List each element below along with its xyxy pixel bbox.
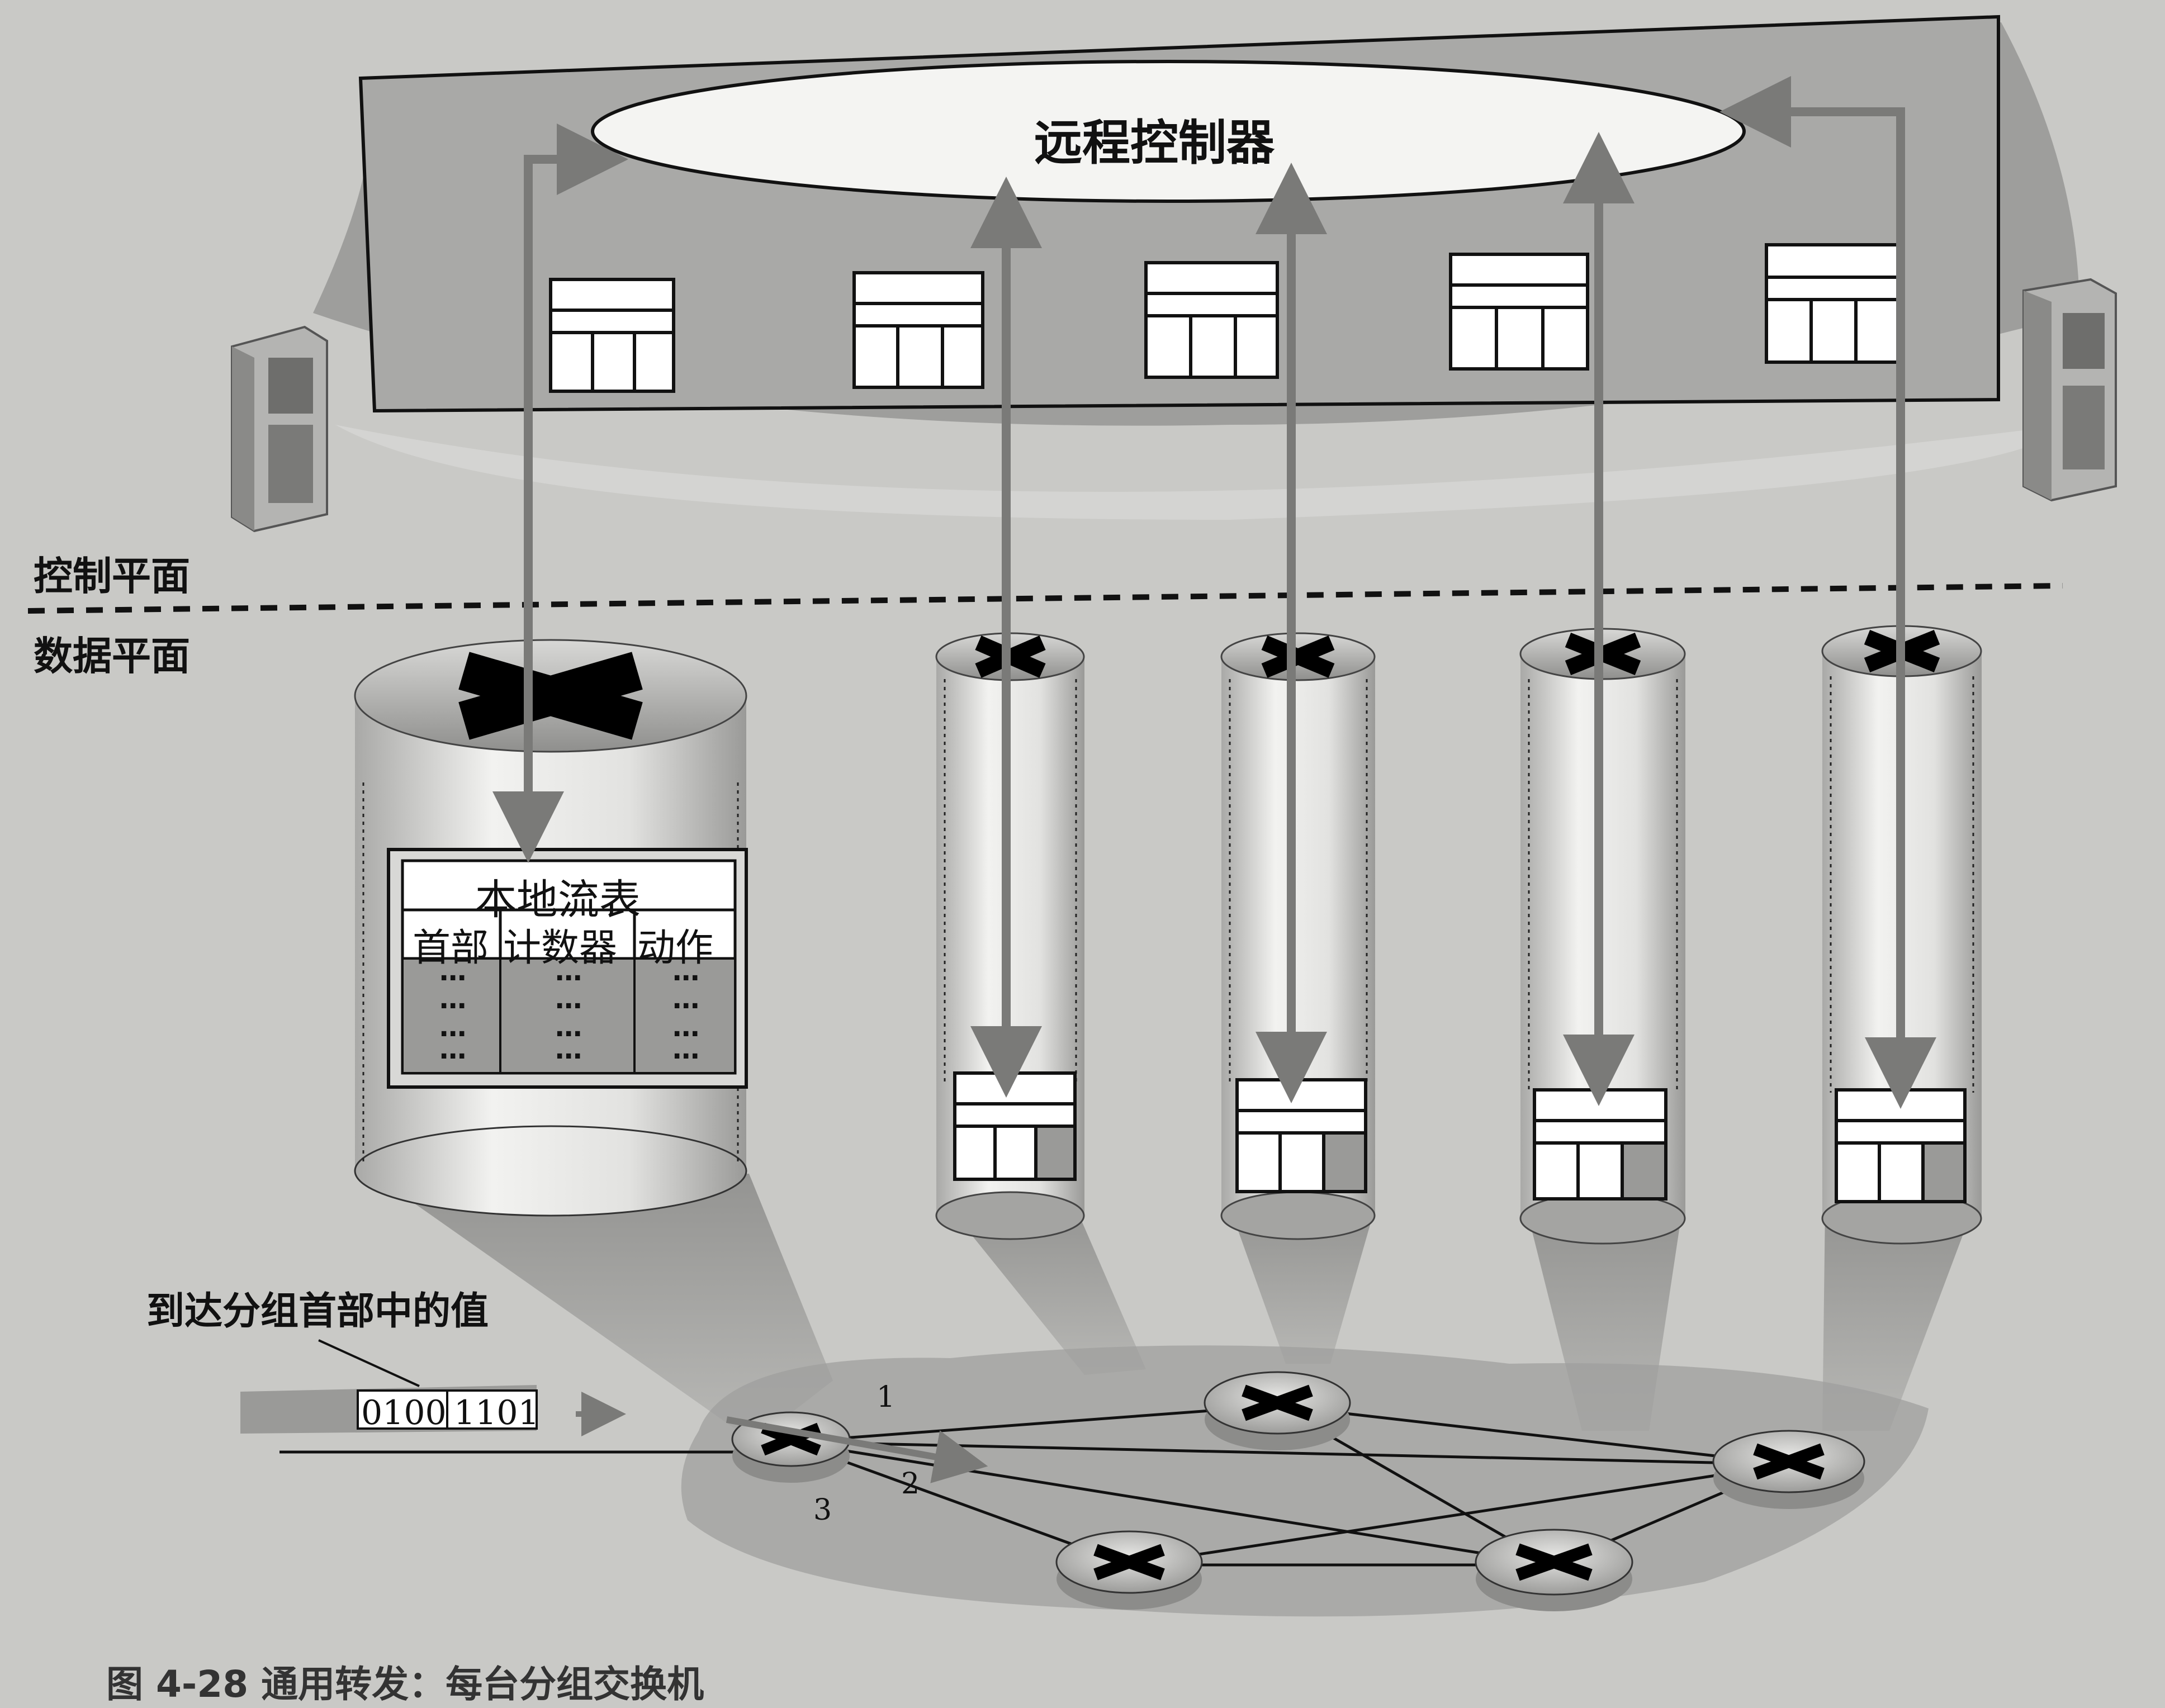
- port-label-1: 1: [877, 1380, 896, 1414]
- figure-caption: 图 4-28 通用转发：每台分组交换机: [106, 1663, 704, 1706]
- arrow-switch-4: [1719, 76, 1936, 1109]
- controller-table-icon: [1144, 261, 1279, 379]
- packet-bits-a: 0100: [361, 1393, 447, 1432]
- router-icon: [1055, 1530, 1203, 1610]
- packet-bits-b: 1101: [454, 1393, 539, 1432]
- control-plane-label: 控制平面: [34, 553, 190, 599]
- router-icon: [1475, 1529, 1633, 1611]
- flow-table-cell-dots: ⋯: [555, 1018, 582, 1050]
- controller-table-icon: [1449, 253, 1589, 371]
- server-icon: [2022, 278, 2117, 502]
- switch-beams: [380, 1174, 1973, 1431]
- flow-table-col-header: 首部: [413, 926, 489, 970]
- controller-arrows: [492, 76, 1936, 1109]
- server-icon: [231, 325, 328, 533]
- control-plane-glow: [335, 425, 2068, 520]
- flow-table-cell-dots: ⋯: [555, 990, 582, 1022]
- switch-flow-tables: [953, 1071, 1967, 1203]
- router-icon: [1204, 1371, 1351, 1450]
- forward-arrow: [726, 1416, 988, 1483]
- flow-table-cell-dots: ⋯: [439, 1018, 466, 1050]
- flow-table-cell-dots: ⋯: [439, 1041, 466, 1072]
- local-flow-table: [387, 848, 748, 1089]
- switch-table-icon: [1835, 1088, 1967, 1203]
- flow-table-cell-dots: ⋯: [439, 990, 466, 1022]
- controller-table-icon: [852, 271, 984, 389]
- flow-table-cell-dots: ⋯: [555, 1041, 582, 1072]
- remote-controller-label: 远程控制器: [1034, 115, 1275, 171]
- flow-table-col-counter: 计数器: [503, 926, 618, 970]
- flow-table-cell-dots: ⋯: [439, 962, 466, 994]
- switch-table-icon: [1533, 1088, 1667, 1201]
- switch-table-icon: [953, 1071, 1077, 1181]
- port-label-3: 3: [813, 1493, 832, 1527]
- flow-table-cell-dots: ⋯: [672, 1018, 699, 1050]
- flow-table-cell-dots: ⋯: [672, 990, 699, 1022]
- packet: [240, 1339, 538, 1434]
- controller-table-icon: [1765, 243, 1902, 364]
- arrow-local: [492, 124, 628, 863]
- controller-table-icon: [549, 278, 675, 393]
- switch-table-icon: [1235, 1078, 1367, 1193]
- router-icon: [1712, 1430, 1865, 1509]
- flow-table-cell-dots: ⋯: [672, 962, 699, 994]
- port-label-2: 2: [901, 1467, 920, 1501]
- flow-table-cell-dots: ⋯: [555, 962, 582, 994]
- flow-table-cell-dots: ⋯: [672, 1041, 699, 1072]
- flow-table-col-action: 动作: [637, 926, 714, 970]
- flow-table-title: 本地流表: [475, 876, 641, 924]
- packet-caption: 到达分组首部中的值: [146, 1289, 489, 1334]
- data-plane-label: 数据平面: [34, 633, 190, 679]
- plane-divider: [27, 583, 2063, 614]
